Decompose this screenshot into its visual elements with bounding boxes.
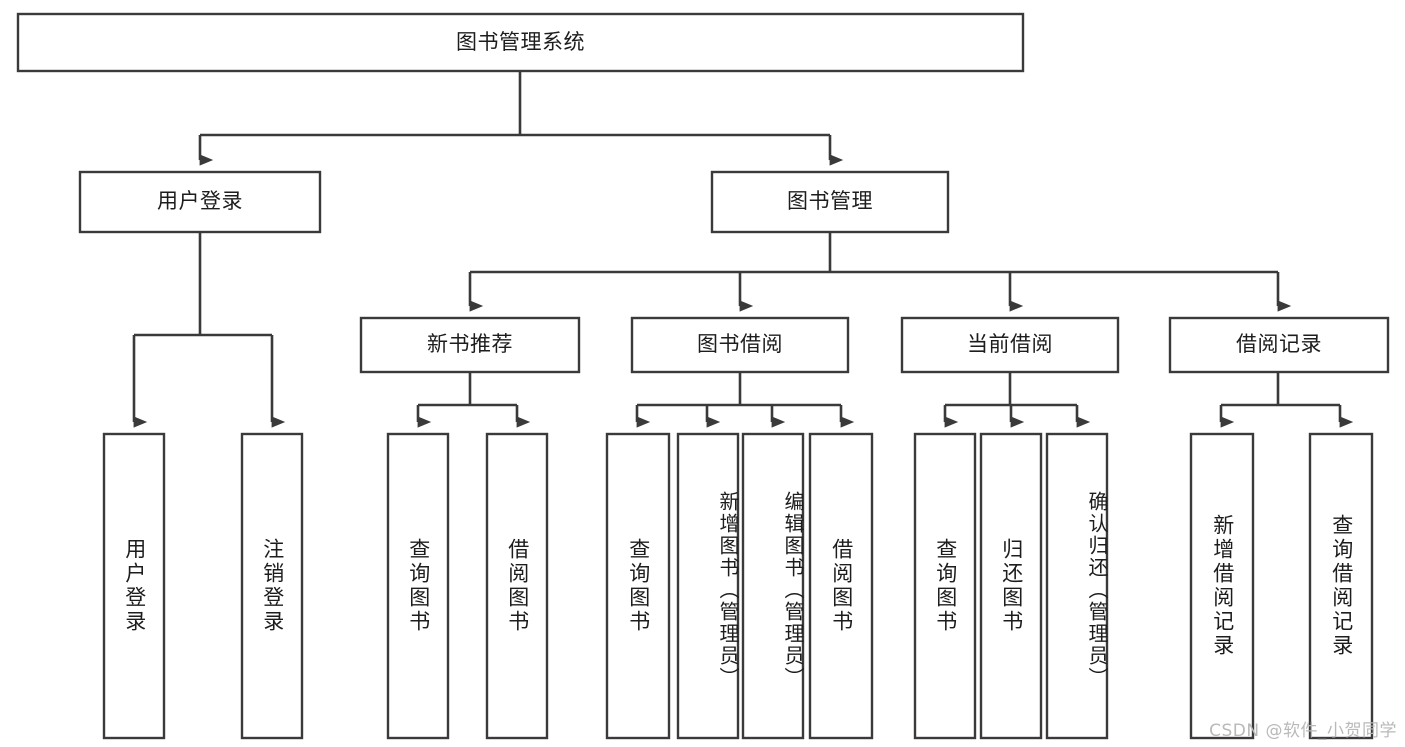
box-leaf-add-book-admin[interactable] (676, 432, 740, 740)
box-leaf-return-book[interactable] (979, 432, 1043, 740)
box-leaf-borrow-book[interactable] (808, 432, 874, 740)
box-leaf-user-login[interactable] (102, 432, 166, 740)
node-boxes (16, 12, 1390, 740)
box-leaf-query-book-borrow[interactable] (605, 432, 671, 740)
box-leaf-logout[interactable] (240, 432, 304, 740)
box-borrow-record[interactable] (1168, 316, 1390, 374)
box-book-management[interactable] (710, 170, 950, 234)
box-leaf-confirm-return-admin[interactable] (1045, 432, 1109, 740)
box-leaf-query-book-current[interactable] (913, 432, 977, 740)
box-leaf-edit-book-admin[interactable] (741, 432, 805, 740)
box-current-borrow[interactable] (900, 316, 1120, 374)
box-leaf-add-borrow-record[interactable] (1189, 432, 1255, 740)
box-leaf-query-borrow-record[interactable] (1308, 432, 1374, 740)
connectors (132, 71, 1354, 428)
watermark-text: CSDN @软件_小贺同学 (1209, 721, 1397, 741)
box-new-book-recommend[interactable] (359, 316, 581, 374)
box-book-borrow[interactable] (630, 316, 850, 374)
box-leaf-borrow-book-rec[interactable] (485, 432, 549, 740)
box-leaf-query-book-rec[interactable] (386, 432, 450, 740)
box-user-login[interactable] (78, 170, 322, 234)
box-root-system[interactable] (16, 12, 1025, 73)
